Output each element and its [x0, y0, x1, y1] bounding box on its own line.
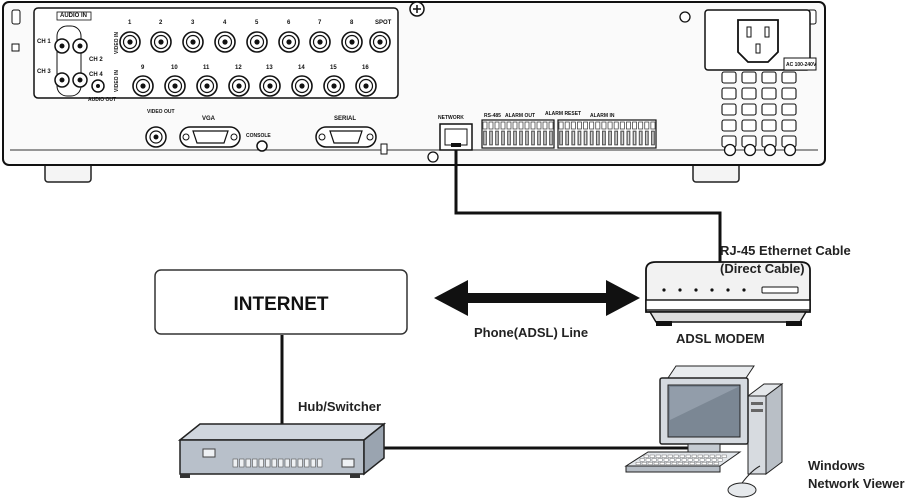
- channel-1-label: 1: [128, 20, 132, 26]
- video-in-connector-16: [355, 75, 377, 97]
- adsl-modem: [645, 261, 811, 326]
- alarm-terminal-blocks: [481, 119, 657, 149]
- video-in-connector-15: [323, 75, 345, 97]
- power-inlet: [737, 19, 779, 63]
- audio-ch1-label: CH 1: [37, 39, 51, 45]
- video-in-connector-11: [196, 75, 218, 97]
- channel-2-label: 2: [159, 20, 163, 26]
- video-in-connector-4: [214, 31, 236, 53]
- channel-15-label: 15: [330, 65, 337, 71]
- console-port: [256, 140, 268, 152]
- channel-5-label: 5: [255, 20, 259, 26]
- phone-line-label: Phone(ADSL) Line: [474, 325, 588, 340]
- channel-12-label: 12: [235, 65, 242, 71]
- cable-label-line1: RJ-45 Ethernet Cable: [720, 243, 851, 258]
- video-out-connector: [145, 126, 167, 148]
- video-in-connector-10: [164, 75, 186, 97]
- video-in-connector-13: [259, 75, 281, 97]
- serial-label: SERIAL: [334, 116, 356, 122]
- spot-connector: [369, 31, 391, 53]
- alarm-out-label: ALARM OUT: [505, 113, 535, 119]
- video-in-connector-1: [119, 31, 141, 53]
- viewer-label-line1: Windows: [808, 458, 865, 473]
- console-label: CONSOLE: [246, 133, 271, 139]
- hub-switcher: [177, 422, 387, 478]
- video-in-label-bottom: VIDEO IN: [114, 70, 120, 92]
- connection-lines: [280, 150, 722, 450]
- alarm-reset-label: ALARM RESET: [545, 111, 581, 117]
- channel-14-label: 14: [298, 65, 305, 71]
- hub-label: Hub/Switcher: [298, 399, 381, 414]
- channel-3-label: 3: [191, 20, 195, 26]
- video-in-connector-3: [182, 31, 204, 53]
- bnc-connectors: [119, 31, 391, 97]
- spot-label: SPOT: [375, 20, 392, 26]
- vga-port: [179, 126, 241, 148]
- video-in-connector-6: [278, 31, 300, 53]
- channel-13-label: 13: [266, 65, 273, 71]
- channel-16-label: 16: [362, 65, 369, 71]
- audio-ch2-label: CH 2: [89, 57, 103, 63]
- channel-6-label: 6: [287, 20, 291, 26]
- audio-ch3-label: CH 3: [37, 69, 51, 75]
- channel-11-label: 11: [203, 65, 210, 71]
- double-arrow-icon: [434, 280, 640, 316]
- cable-label-line2: (Direct Cable): [720, 261, 805, 276]
- windows-pc: [624, 365, 784, 498]
- audio-ch4-label: CH 4: [89, 72, 103, 78]
- vga-label: VGA: [202, 116, 216, 122]
- network-label: NETWORK: [438, 115, 464, 121]
- alarm-out-terminal: [481, 119, 555, 149]
- video-in-connector-2: [150, 31, 172, 53]
- serial-port: [315, 126, 377, 148]
- audio-in-label: AUDIO IN: [60, 13, 87, 19]
- modem-label: ADSL MODEM: [676, 331, 765, 346]
- video-in-connector-5: [246, 31, 268, 53]
- channel-7-label: 7: [318, 20, 322, 26]
- video-out-label: VIDEO OUT: [147, 109, 175, 115]
- internet-node: INTERNET: [154, 269, 408, 335]
- channel-9-label: 9: [141, 65, 145, 71]
- rs485-label: RS-485: [484, 113, 501, 119]
- vent-grille: [721, 71, 797, 157]
- channel-10-label: 10: [171, 65, 178, 71]
- video-in-label-top: VIDEO IN: [114, 32, 120, 54]
- audio-out-label: AUDIO OUT: [88, 97, 116, 103]
- screw-icon: [409, 1, 425, 17]
- video-in-connector-14: [291, 75, 313, 97]
- video-in-connector-12: [228, 75, 250, 97]
- video-in-connector-8: [341, 31, 363, 53]
- internet-label: INTERNET: [234, 294, 329, 315]
- video-in-connector-9: [132, 75, 154, 97]
- dvr-rear-panel: AUDIO IN CH 1 CH 2 CH 3 CH 4 AUDIO OUT V…: [2, 1, 826, 183]
- audio-connectors: [54, 38, 105, 93]
- alarm-in-label: ALARM IN: [590, 113, 615, 119]
- viewer-label-line2: Network Viewer: [808, 476, 905, 491]
- network-port: [439, 123, 473, 151]
- channel-8-label: 8: [350, 20, 354, 26]
- power-rating-label: AC 100-240V: [786, 62, 817, 68]
- video-in-connector-7: [309, 31, 331, 53]
- alarm-in-terminal: [557, 119, 657, 149]
- channel-4-label: 4: [223, 20, 227, 26]
